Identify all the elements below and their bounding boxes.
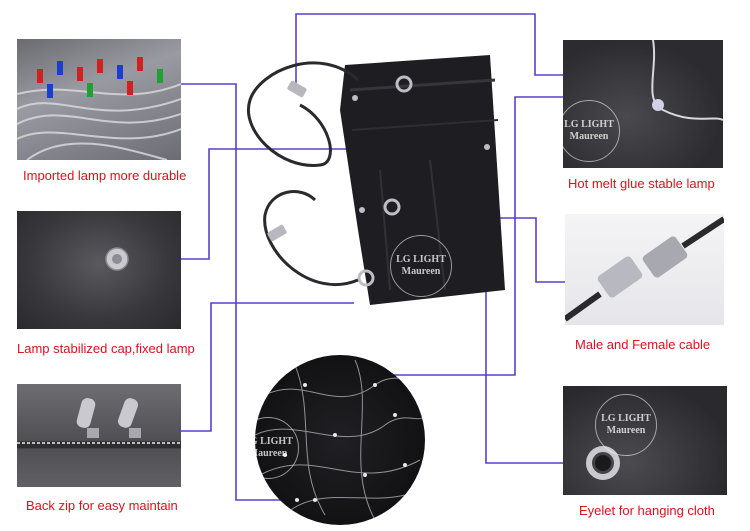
imported-lamp-caption: Imported lamp more durable xyxy=(23,168,187,183)
watermark-eyelet: LG LIGHT Maureen xyxy=(595,394,657,456)
connector-back-zip xyxy=(181,302,354,432)
connector-icon xyxy=(565,216,724,322)
male-female-photo xyxy=(565,214,724,325)
watermark-hot-melt: LG LIGHT Maureen xyxy=(563,100,620,162)
eyelet-photo: LG LIGHT Maureen xyxy=(563,386,727,495)
male-female-caption: Male and Female cable xyxy=(575,337,711,352)
zipper-icon xyxy=(17,398,181,444)
connector-net xyxy=(377,96,563,376)
watermark-line2: Maureen xyxy=(606,425,646,436)
lamp-cap-caption: Lamp stabilized cap,fixed lamp xyxy=(17,341,195,356)
watermark-cloth: LG LIGHT Maureen xyxy=(390,235,452,297)
glue-lamp-icon xyxy=(651,40,723,121)
hot-melt-photo: LG LIGHT Maureen xyxy=(563,40,723,168)
watermark-line2: Maureen xyxy=(255,448,288,459)
hot-melt-caption: Hot melt glue stable lamp xyxy=(568,176,715,191)
watermark-line2: Maureen xyxy=(569,131,609,142)
back-zip-photo xyxy=(17,384,181,487)
cloth-panel-icon xyxy=(247,55,505,305)
lamp-cap-photo xyxy=(17,211,181,329)
cap-icon xyxy=(105,247,129,271)
imported-lamp-photo xyxy=(17,39,181,160)
eyelet-caption: Eyelet for hanging cloth xyxy=(579,503,715,518)
watermark-line1: LG LIGHT xyxy=(396,254,446,265)
watermark-line2: Maureen xyxy=(401,266,441,277)
connector-male-female xyxy=(475,217,565,283)
watermark-line1: LG LIGHT xyxy=(255,436,293,447)
net-photo: LG LIGHT Maureen xyxy=(255,355,425,525)
eyelet-icon xyxy=(586,446,620,480)
watermark-line1: LG LIGHT xyxy=(564,119,614,130)
connector-hot-melt xyxy=(295,13,563,90)
watermark-line1: LG LIGHT xyxy=(601,413,651,424)
wire-bundle-icon xyxy=(17,57,181,160)
connector-imported-lamp xyxy=(181,83,297,501)
back-zip-caption: Back zip for easy maintain xyxy=(26,498,178,513)
cloth-photo: LG LIGHT Maureen xyxy=(240,50,540,310)
